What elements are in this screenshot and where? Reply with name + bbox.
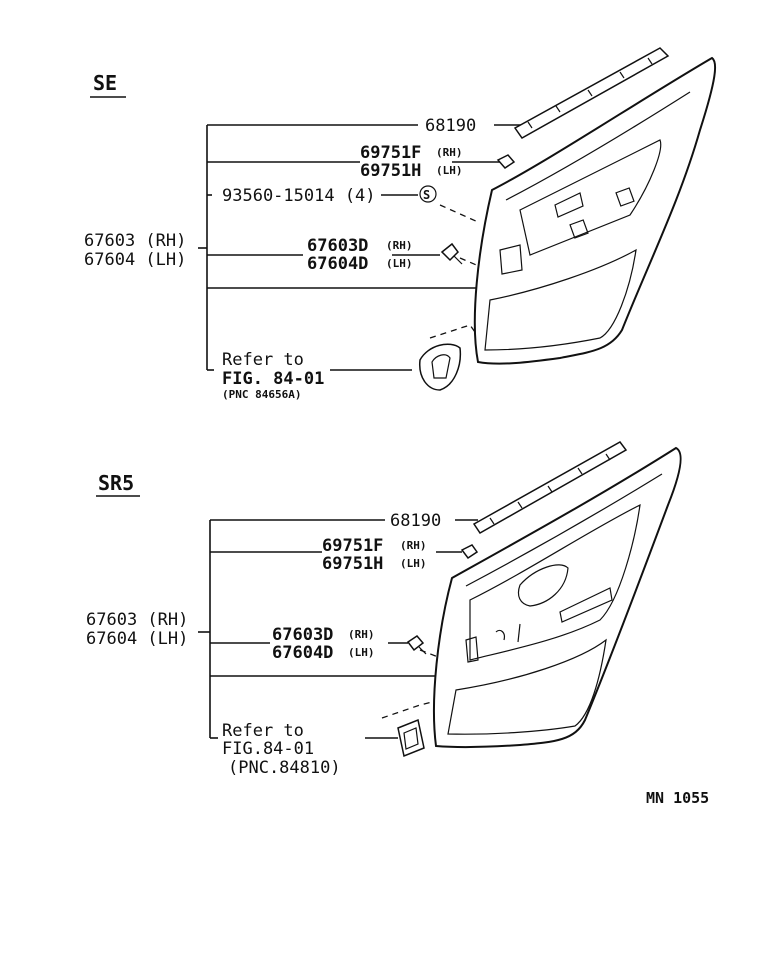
se-tag-rh-2: (RH) xyxy=(386,239,413,252)
se-leader-lines xyxy=(198,124,525,371)
se-refer-line1: Refer to xyxy=(222,350,304,370)
se-label-67603: 67603 (RH) xyxy=(84,231,186,251)
sr5-label-67603: 67603 (RH) xyxy=(86,610,188,630)
diagram-code: MN 1055 xyxy=(646,789,709,807)
se-label-69751f: 69751F xyxy=(360,143,421,163)
sr5-tag-lh-2: (LH) xyxy=(348,646,375,659)
sr5-leader-lines xyxy=(198,519,478,739)
se-label-67603d: 67603D xyxy=(307,236,368,256)
sr5-heading: SR5 xyxy=(98,471,134,495)
sr5-label-67604d: 67604D xyxy=(272,643,333,663)
se-label-68190: 68190 xyxy=(425,116,476,136)
sr5-weatherstrip-shape xyxy=(472,441,628,534)
se-label-screw: 93560-15014 (4) xyxy=(222,186,376,206)
se-label-67604: 67604 (LH) xyxy=(84,250,186,270)
se-label-69751h: 69751H xyxy=(360,161,421,181)
se-tag-lh-2: (LH) xyxy=(386,257,413,270)
se-refer-line2: FIG. 84-01 xyxy=(222,369,324,389)
sr5-tag-rh-2: (RH) xyxy=(348,628,375,641)
sr5-refer-line2: FIG.84-01 xyxy=(222,739,314,759)
se-tag-lh-1: (LH) xyxy=(436,164,463,177)
sr5-refer-line3: (PNC.84810) xyxy=(228,758,341,778)
se-refer-line3: (PNC 84656A) xyxy=(222,388,301,401)
sr5-section: SR5 68190 69751F (RH) 69751H (LH) 67603 … xyxy=(86,441,682,778)
sr5-label-69751h: 69751H xyxy=(322,554,383,574)
se-handle-shape xyxy=(419,343,462,391)
sr5-handle-shape xyxy=(397,718,425,758)
sr5-clip-shape xyxy=(460,544,479,560)
sr5-tag-rh-1: (RH) xyxy=(400,539,427,552)
sr5-label-69751f: 69751F xyxy=(322,536,383,556)
se-tag-rh-1: (RH) xyxy=(436,146,463,159)
se-label-67604d: 67604D xyxy=(307,254,368,274)
se-clip-shape xyxy=(496,154,516,169)
sr5-fastener-shape xyxy=(406,635,427,655)
sr5-refer-line1: Refer to xyxy=(222,721,304,741)
se-heading: SE xyxy=(93,71,117,95)
se-weatherstrip-shape xyxy=(513,47,670,139)
se-section: SE 68190 69751F (RH) 69751H (LH) 9356 xyxy=(84,47,717,401)
se-screw-symbol-letter: S xyxy=(423,188,430,202)
se-door-panel-shape xyxy=(473,56,717,365)
sr5-label-67604: 67604 (LH) xyxy=(86,629,188,649)
sr5-door-panel-shape xyxy=(432,446,682,749)
sr5-label-68190: 68190 xyxy=(390,511,441,531)
sr5-tag-lh-1: (LH) xyxy=(400,557,427,570)
se-screw-symbol xyxy=(419,185,437,203)
se-fastener-shape xyxy=(440,242,463,265)
sr5-label-67603d: 67603D xyxy=(272,625,333,645)
